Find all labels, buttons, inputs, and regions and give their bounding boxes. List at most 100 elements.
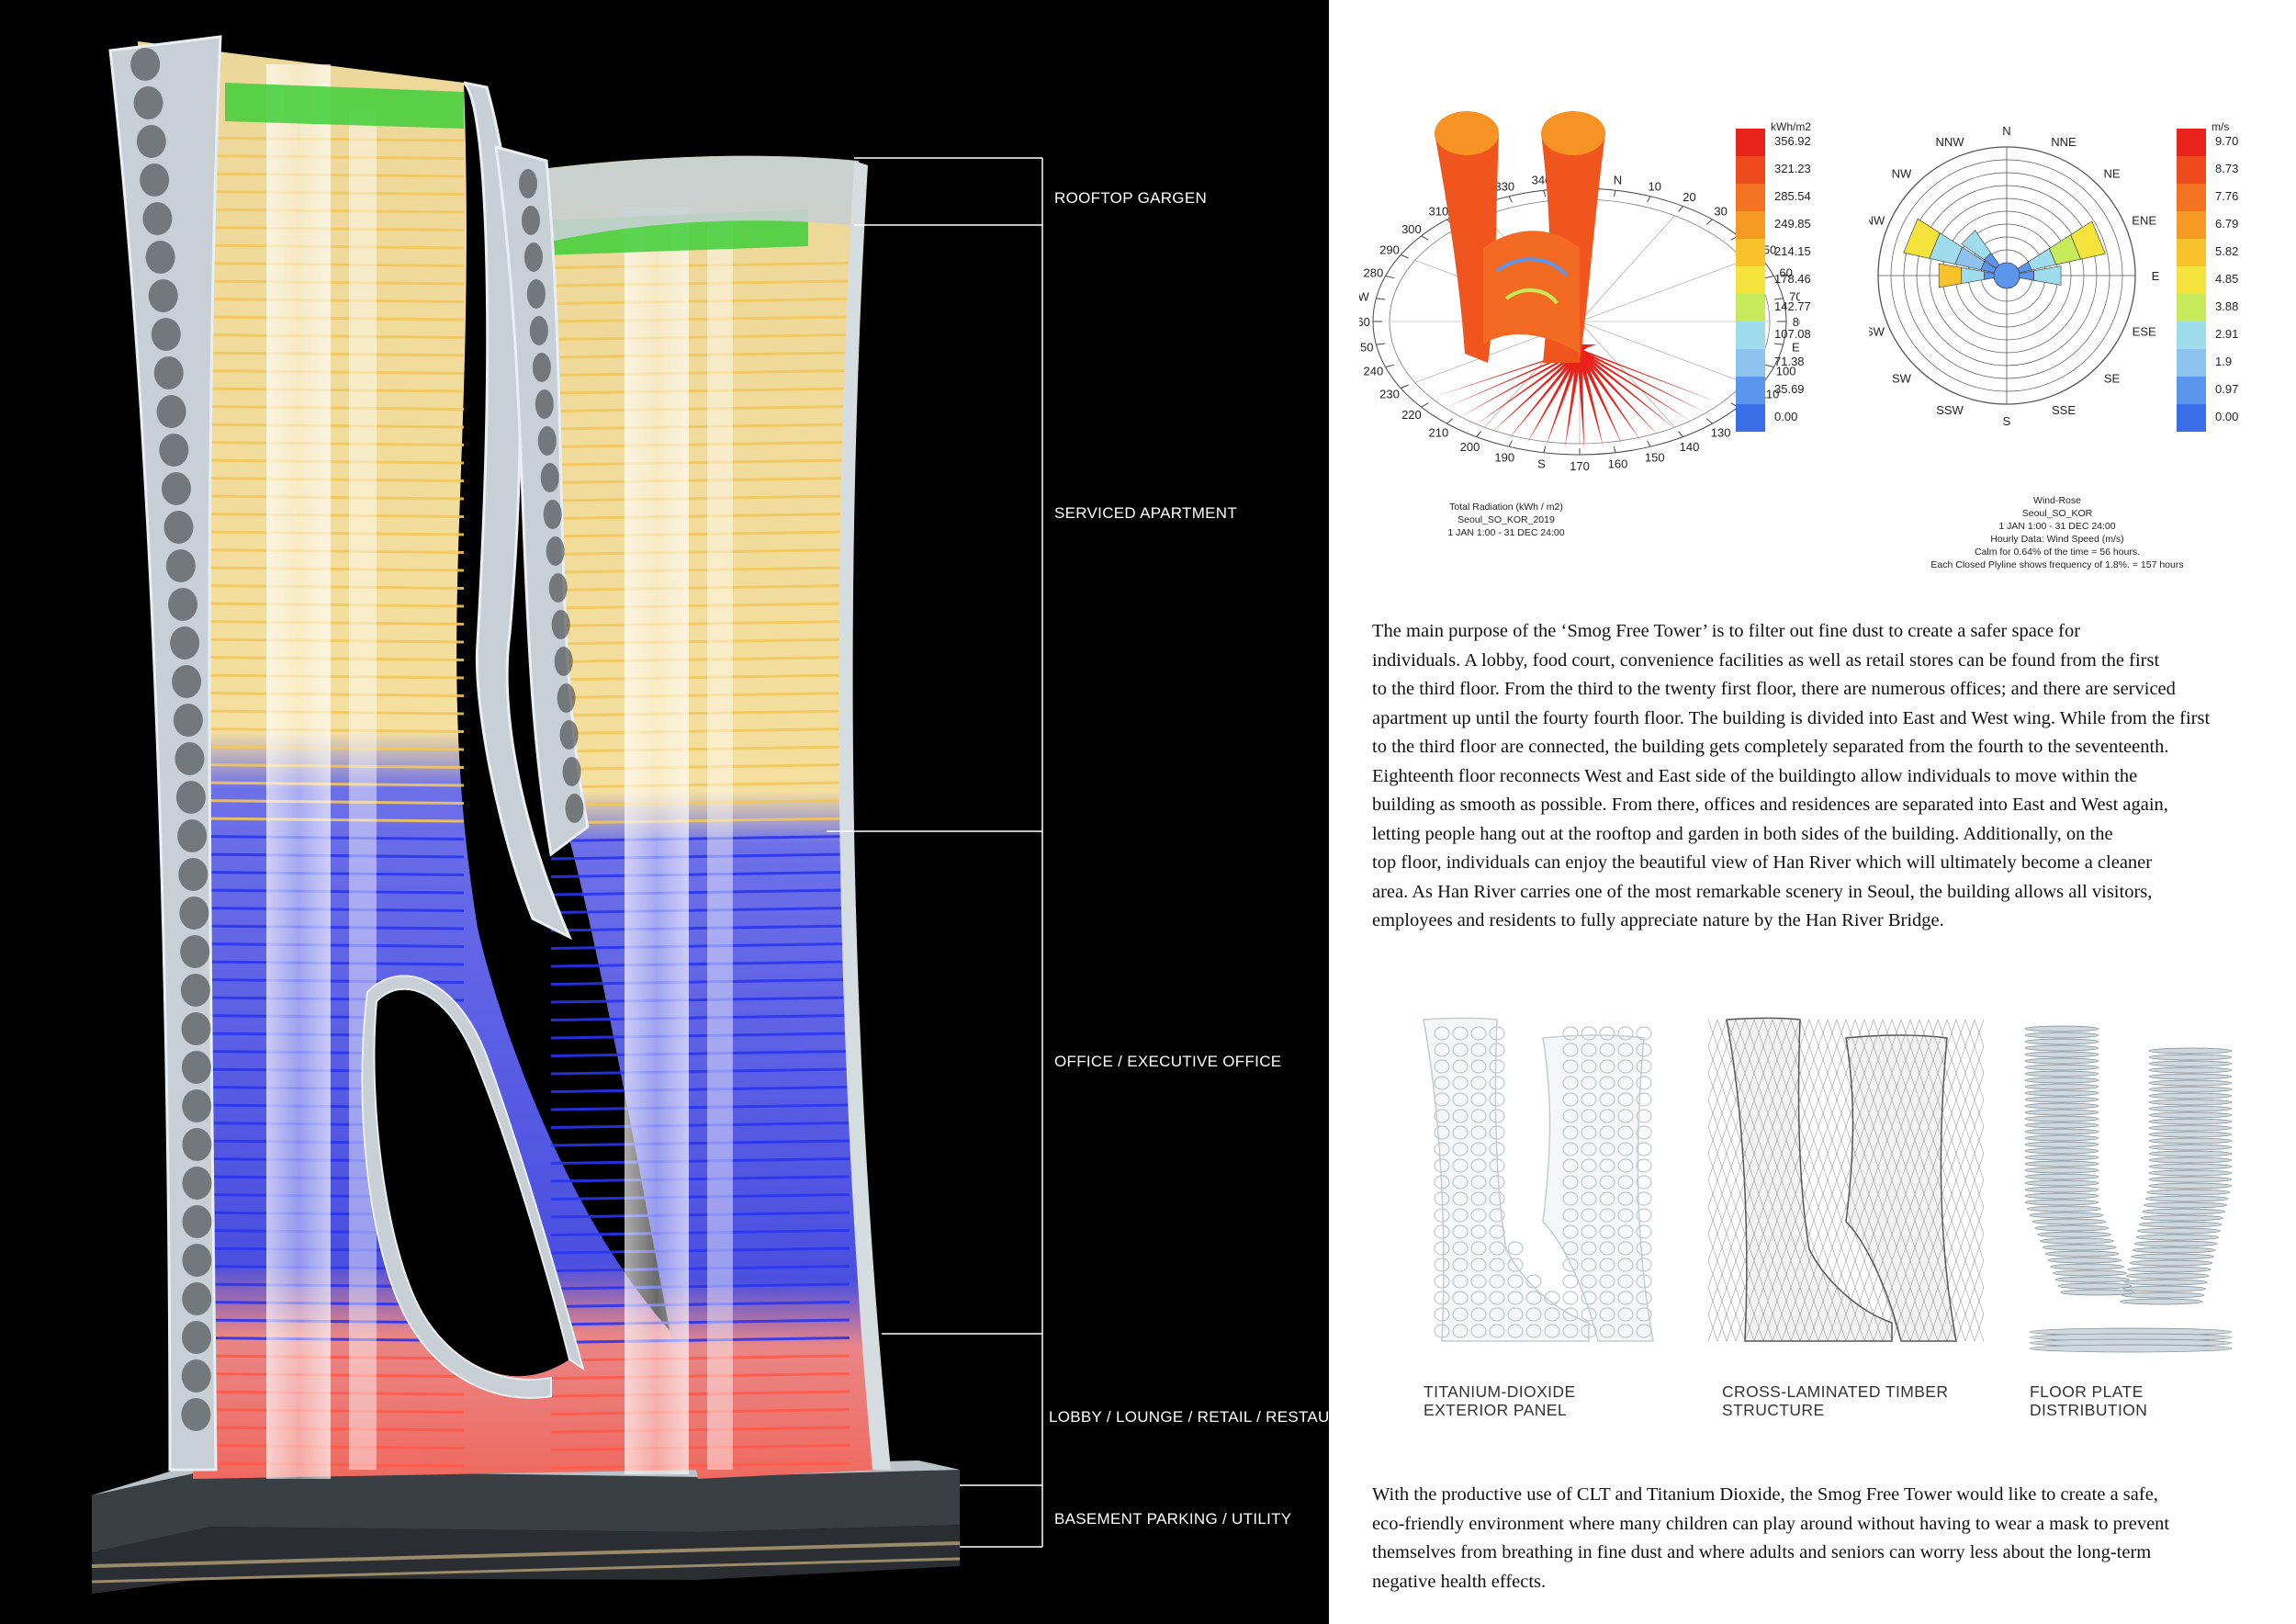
floor-plate-east [2148, 1150, 2233, 1157]
titanium-cell [1489, 1224, 1505, 1239]
titanium-cell [1562, 1241, 1579, 1256]
east-tower-crown [537, 155, 859, 243]
titanium-cell [1452, 1092, 1469, 1107]
facade-cell [562, 757, 581, 786]
facade-cell [546, 536, 565, 566]
titanium-cell [1581, 1158, 1597, 1173]
floor-plate-east [2144, 1201, 2227, 1209]
floor-plate-east [2148, 1066, 2233, 1074]
clt-structure-label: CROSS-LAMINATED TIMBER STRUCTURE [1722, 1382, 1948, 1419]
titanium-cell [1617, 1059, 1634, 1074]
floor-line-east [550, 262, 850, 269]
clt-label-line2: STRUCTURE [1722, 1401, 1825, 1419]
radiation-tower-model [1435, 111, 1605, 363]
compass-tick [1705, 219, 1713, 225]
facade-cell [174, 742, 205, 775]
titanium-cell [1525, 1307, 1542, 1322]
floor-plate-east [2119, 1298, 2203, 1305]
floor-plate-west [2047, 1257, 2122, 1264]
floor-line-east [550, 1318, 850, 1326]
floor-plate-label: FLOOR PLATE DISTRIBUTION [2030, 1382, 2147, 1419]
compass-label: 290 [1379, 243, 1400, 257]
radiation-legend-swatch [1736, 377, 1765, 404]
floor-plate-east [2148, 1060, 2233, 1067]
titanium-cell [1507, 1324, 1524, 1338]
titanium-cell [1617, 1208, 1634, 1223]
floor-line-east [550, 871, 850, 878]
floor-plate-east [2148, 1156, 2233, 1164]
titanium-cell [1617, 1307, 1634, 1322]
titanium-cell [1636, 1191, 1652, 1206]
floor-line-east [550, 1426, 850, 1434]
titanium-panel-diagram [1405, 1010, 1699, 1359]
floor-plate-west [2060, 1289, 2135, 1296]
titanium-cell [1617, 1191, 1634, 1206]
titanium-cell [1617, 1142, 1634, 1156]
titanium-cell [1434, 1224, 1450, 1239]
wind-direction-label: NW [1892, 166, 1912, 180]
titanium-cell [1562, 1175, 1579, 1190]
clt-diagonal [1955, 1019, 2067, 1342]
floor-plate-east [2148, 1111, 2233, 1119]
west-core-2 [349, 110, 377, 1470]
wind-legend-swatch [2177, 129, 2206, 156]
titanium-cell [1636, 1158, 1652, 1173]
titanium-cell [1599, 1291, 1615, 1305]
titanium-cell [1599, 1307, 1615, 1322]
titanium-cell [1599, 1208, 1615, 1223]
wind-direction-label: NNW [1935, 135, 1964, 149]
floor-plate-west [2024, 1070, 2099, 1077]
radiation-legend-swatch [1736, 294, 1765, 321]
titanium-cell [1562, 1224, 1579, 1239]
radiation-legend-swatch [1736, 321, 1765, 349]
floor-line-east [550, 1229, 850, 1236]
floor-plate-west [2044, 1250, 2120, 1257]
titanium-cell [1489, 1291, 1505, 1305]
floor-line-east [550, 673, 850, 682]
wind-legend-label: 3.88 [2215, 299, 2238, 313]
floor-plate-west [2027, 1205, 2101, 1212]
compass-label: 60 [1779, 265, 1792, 279]
description-line: The main purpose of the ‘Smog Free Tower… [1372, 621, 2081, 641]
facade-cell [543, 500, 562, 529]
wind-legend-swatch [2177, 239, 2206, 266]
compass-label: 100 [1776, 365, 1796, 378]
floor-line-east [550, 1103, 850, 1111]
compass-tick [1613, 190, 1616, 197]
clt-diagonal [1955, 1019, 2067, 1342]
titanium-cell [1599, 1142, 1615, 1156]
wind-caption-location: Seoul_SO_KOR [2021, 508, 2093, 519]
facade-cell [153, 356, 184, 389]
zone-label-basement: BASEMENT PARKING / UTILITY [1054, 1510, 1292, 1528]
titanium-cell [1434, 1274, 1450, 1289]
wind-legend-swatch [2177, 349, 2206, 377]
compass-tick [1508, 440, 1513, 447]
radiation-legend-label: 249.85 [1774, 217, 1811, 231]
titanium-cell [1562, 1274, 1579, 1289]
floor-line-east [550, 942, 850, 950]
floor-line-east [550, 1282, 850, 1291]
titanium-cell [1470, 1092, 1487, 1107]
floor-plate-east [2148, 1099, 2233, 1106]
floor-plate-west [2050, 1263, 2124, 1270]
titanium-cell [1434, 1191, 1450, 1206]
floor-line-east [550, 817, 850, 825]
titanium-cell [1470, 1059, 1487, 1074]
floor-line-east [550, 1032, 850, 1040]
titanium-cell [1617, 1076, 1634, 1090]
facade-cell [535, 389, 554, 419]
floor-plate-east [2133, 1240, 2218, 1247]
titanium-cell [1525, 1324, 1542, 1338]
compass-tick [1543, 190, 1547, 197]
wind-legend-label: 9.70 [2215, 134, 2238, 148]
titanium-cell [1636, 1076, 1652, 1090]
titanium-cell [1452, 1125, 1469, 1140]
wind-legend-swatch [2177, 294, 2206, 321]
floor-plate-east [2121, 1291, 2205, 1299]
floor-plate-east [2125, 1272, 2210, 1280]
clt-diagonal [1606, 1019, 1718, 1342]
facade-cell [557, 683, 576, 713]
radiation-legend-swatch [1736, 156, 1765, 184]
floor-plate-west [2024, 1167, 2099, 1174]
floor-plate-east [2148, 1131, 2233, 1138]
